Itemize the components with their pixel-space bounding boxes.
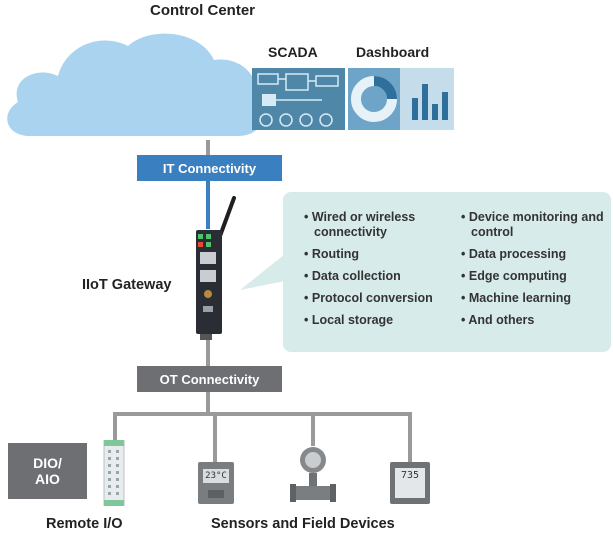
remote-io-module-icon — [103, 440, 125, 506]
drop-flowmeter — [311, 412, 315, 446]
control-center-title: Control Center — [150, 2, 255, 19]
dashboard-screen-icon — [348, 68, 454, 130]
remote-io-label: Remote I/O — [46, 516, 123, 532]
feature-item: Routing — [304, 247, 452, 262]
feature-item: Wired or wireless connectivity — [304, 210, 452, 240]
callout-pointer — [240, 250, 290, 290]
scada-screen-icon — [252, 68, 345, 130]
it-connectivity-bar: IT Connectivity — [137, 155, 282, 181]
feature-item: Data processing — [461, 247, 606, 262]
drop-panel — [408, 412, 412, 462]
cloud-icon — [7, 33, 263, 136]
feature-item: Local storage — [304, 313, 452, 328]
cloud-to-it-line — [206, 140, 210, 155]
feature-item: Device monitoring and control — [461, 210, 606, 240]
meter-device-icon: 23°C — [198, 462, 234, 504]
dashboard-label: Dashboard — [356, 44, 430, 60]
feature-item: And others — [461, 313, 606, 328]
panel-display-screen: 735 — [395, 468, 425, 498]
gateway-device-icon — [196, 196, 236, 340]
meter-display: 23°C — [203, 469, 229, 483]
scada-label: SCADA — [268, 44, 318, 60]
feature-item: Protocol conversion — [304, 291, 452, 306]
field-bus-line — [113, 412, 410, 416]
ot-down-line — [206, 392, 210, 414]
panel-display-icon: 735 — [390, 462, 430, 504]
flowmeter-icon — [290, 447, 336, 502]
features-right-column: Device monitoring and control Data proce… — [461, 210, 606, 335]
gateway-label: IIoT Gateway — [82, 277, 172, 293]
feature-item: Machine learning — [461, 291, 606, 306]
drop-remote-io — [113, 412, 117, 442]
drop-meter — [213, 412, 217, 462]
gateway-features-box: Wired or wireless connectivity Routing D… — [283, 192, 611, 352]
ot-connectivity-bar: OT Connectivity — [137, 366, 282, 392]
sensors-field-devices-label: Sensors and Field Devices — [211, 516, 395, 532]
feature-item: Data collection — [304, 269, 452, 284]
feature-item: Edge computing — [461, 269, 606, 284]
dio-aio-box: DIO/ AIO — [8, 443, 87, 499]
it-to-gateway-line — [206, 181, 210, 229]
features-left-column: Wired or wireless connectivity Routing D… — [304, 210, 452, 335]
gateway-to-ot-line — [206, 340, 210, 366]
